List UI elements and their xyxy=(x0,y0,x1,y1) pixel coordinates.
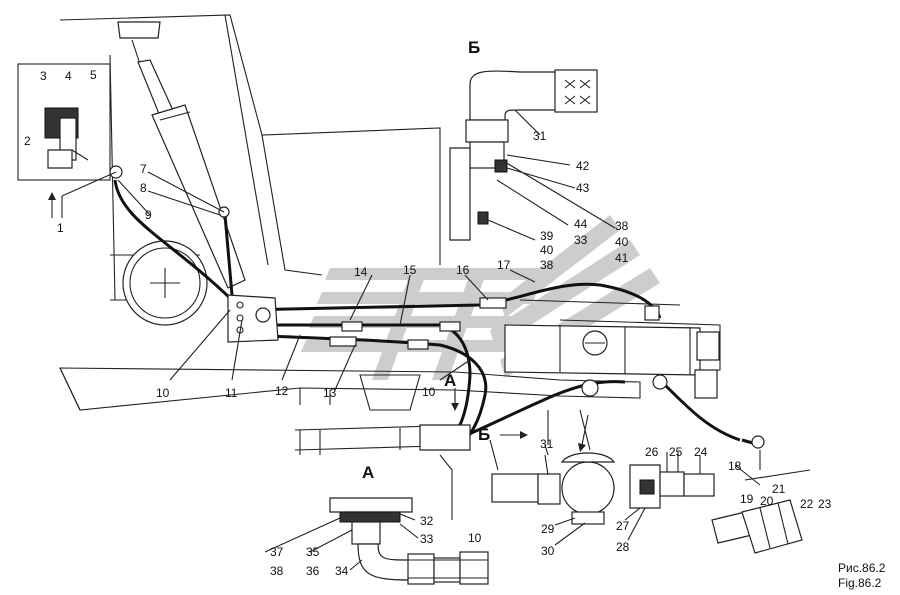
callout-4: 4 xyxy=(65,69,72,83)
callout-1: 1 xyxy=(57,221,64,235)
caption-en: Fig.86.2 xyxy=(838,576,882,590)
callout-42: 42 xyxy=(576,159,590,173)
view-b-detail xyxy=(449,69,598,241)
callout-15: 15 xyxy=(403,263,417,277)
callout-29: 29 xyxy=(541,522,555,536)
callout-2: 2 xyxy=(24,134,31,148)
callout-numbers: 3 4 5 2 1 7 8 9 10 11 12 13 14 15 16 17 … xyxy=(24,68,832,578)
view-a-detail xyxy=(329,497,489,585)
callout-22: 22 xyxy=(800,497,814,511)
callout-34: 34 xyxy=(335,564,349,578)
callout-25: 25 xyxy=(669,445,683,459)
callout-43: 43 xyxy=(576,181,590,195)
callout-10-b: 10 xyxy=(422,385,436,399)
callout-27: 27 xyxy=(616,519,630,533)
callout-37: 37 xyxy=(270,545,284,559)
callout-3: 3 xyxy=(40,69,47,83)
callout-7: 7 xyxy=(140,162,147,176)
pivot-bracket xyxy=(227,294,279,343)
callout-35: 35 xyxy=(306,545,320,559)
callout-13: 13 xyxy=(323,386,337,400)
callout-41: 41 xyxy=(615,251,629,265)
coupling-19-23 xyxy=(711,469,811,554)
callout-33-b: 33 xyxy=(420,532,434,546)
callout-31-a: 31 xyxy=(533,129,547,143)
inset-detail xyxy=(17,63,111,181)
callout-26: 26 xyxy=(645,445,659,459)
wheel-drum xyxy=(122,240,208,326)
callout-12: 12 xyxy=(275,384,289,398)
callout-39: 39 xyxy=(540,229,554,243)
lift-cylinder xyxy=(117,21,246,289)
callout-14: 14 xyxy=(354,265,368,279)
callout-38-b: 38 xyxy=(540,258,554,272)
callout-31-b: 31 xyxy=(540,437,554,451)
callout-23: 23 xyxy=(818,497,832,511)
callout-21: 21 xyxy=(772,482,786,496)
view-label-b-top: Б xyxy=(468,38,480,57)
callout-5: 5 xyxy=(90,68,97,82)
tank-block xyxy=(504,324,720,399)
callout-19: 19 xyxy=(740,492,754,506)
connector-24-28 xyxy=(629,464,715,509)
view-label-a-main: A xyxy=(444,371,456,390)
callout-44: 44 xyxy=(574,217,588,231)
callout-38-a: 38 xyxy=(615,219,629,233)
callout-20: 20 xyxy=(760,494,774,508)
callout-10-a: 10 xyxy=(156,386,170,400)
callout-8: 8 xyxy=(140,181,147,195)
callout-30: 30 xyxy=(541,544,555,558)
view-label-b-main: Б xyxy=(478,425,490,444)
callout-18: 18 xyxy=(728,459,742,473)
caption-ru: Рис.86.2 xyxy=(838,561,886,575)
hose-fittings xyxy=(109,165,765,449)
callout-40-a: 40 xyxy=(615,235,629,249)
view-label-a-detail: A xyxy=(362,463,374,482)
callout-32: 32 xyxy=(420,514,434,528)
callout-28: 28 xyxy=(616,540,630,554)
callout-11: 11 xyxy=(225,386,238,400)
callout-38-c: 38 xyxy=(270,564,284,578)
view-direction-arrows xyxy=(48,192,589,452)
callout-24: 24 xyxy=(694,445,708,459)
callout-40-b: 40 xyxy=(540,243,554,257)
valve-assembly-29-31 xyxy=(491,452,616,525)
callout-10-c: 10 xyxy=(468,531,482,545)
callout-17: 17 xyxy=(497,258,511,272)
leader-lines xyxy=(61,109,761,571)
lower-linkage xyxy=(294,424,471,455)
callout-36: 36 xyxy=(306,564,320,578)
callout-16: 16 xyxy=(456,263,470,277)
callout-33-a: 33 xyxy=(574,233,588,247)
callout-9: 9 xyxy=(145,208,152,222)
